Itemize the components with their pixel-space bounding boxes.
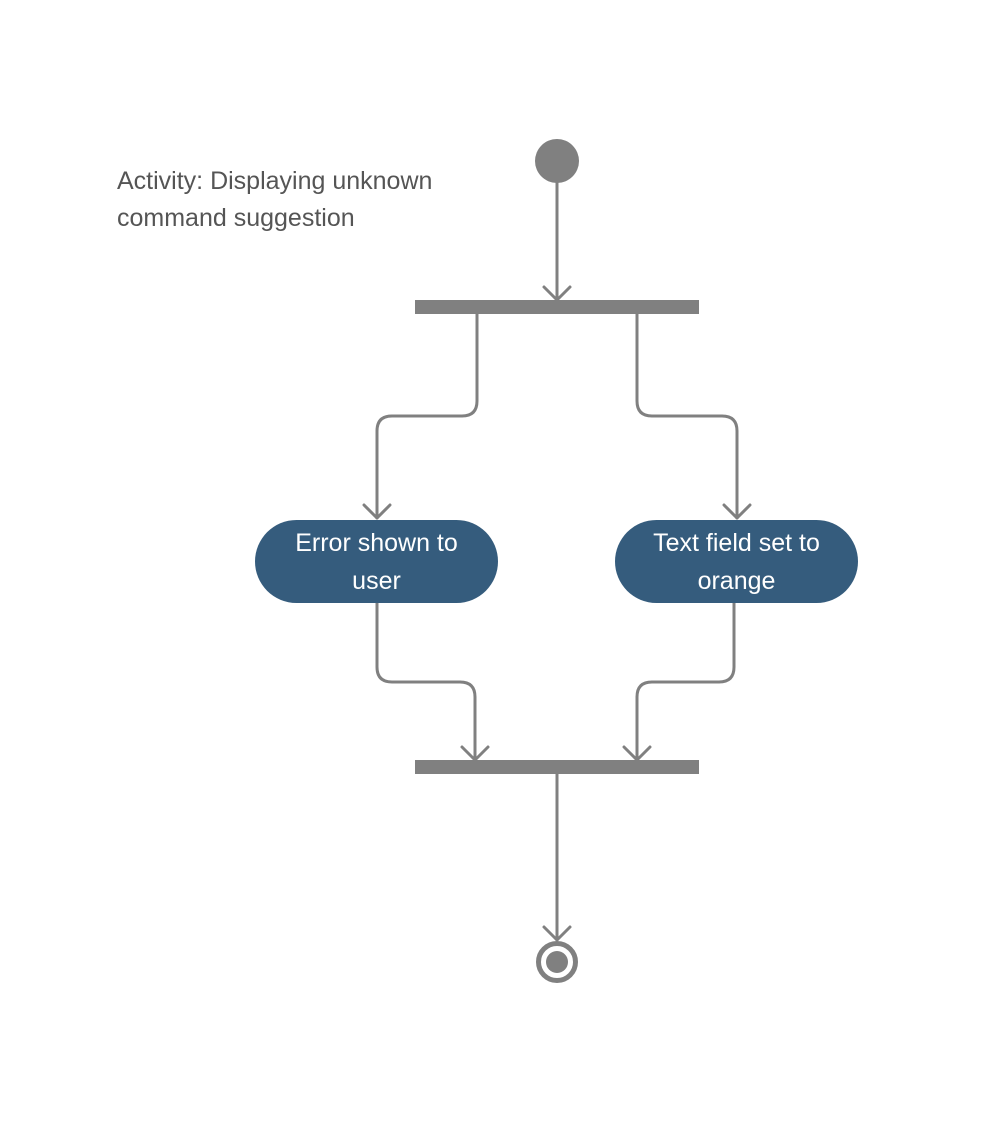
flow-fork-to-left-activity [375, 312, 479, 520]
initial-node [535, 139, 579, 183]
arrowhead-end [542, 925, 572, 942]
flow-right-activity-to-join [635, 601, 736, 762]
activity-text-field-orange: Text field set to orange [615, 520, 858, 603]
arrowhead-left-activity [362, 503, 392, 520]
flow-fork-to-right-activity [635, 312, 739, 520]
diagram-title: Activity: Displaying unknown command sug… [117, 167, 433, 232]
join-bar [415, 760, 699, 774]
activity-error-shown: Error shown to user [255, 520, 498, 603]
arrowhead-right-activity [722, 503, 752, 520]
fork-bar [415, 300, 699, 314]
flow-left-activity-to-join [375, 601, 477, 762]
final-node-core [546, 951, 568, 973]
